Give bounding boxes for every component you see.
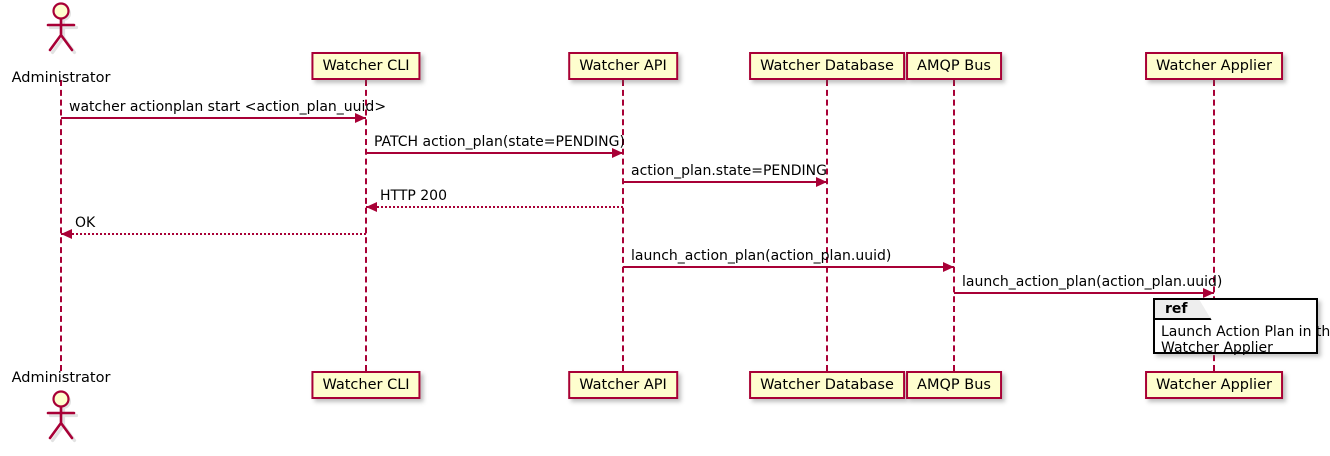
- message-line-1: [366, 152, 623, 154]
- message-arrowhead-0: [355, 113, 366, 123]
- message-label-4: OK: [75, 215, 96, 231]
- participant-watcher-api-top[interactable]: Watcher API: [568, 52, 678, 80]
- message-label-3: HTTP 200: [380, 188, 447, 204]
- message-line-6: [954, 292, 1214, 294]
- message-line-0: [61, 117, 366, 119]
- participant-label-administrator-bottom: Administrator: [11, 370, 111, 386]
- message-arrowhead-1: [612, 148, 623, 158]
- participant-amqp-bus-bottom[interactable]: AMQP Bus: [906, 371, 1002, 399]
- message-label-1: PATCH action_plan(state=PENDING): [374, 134, 625, 150]
- participant-watcher-applier-bottom[interactable]: Watcher Applier: [1145, 371, 1283, 399]
- participant-watcher-cli-top[interactable]: Watcher CLI: [311, 52, 421, 80]
- message-line-2: [623, 181, 827, 183]
- ref-fragment-header: ref: [1155, 300, 1212, 320]
- message-arrowhead-2: [816, 177, 827, 187]
- message-arrowhead-3: [366, 202, 377, 212]
- message-label-0: watcher actionplan start <action_plan_uu…: [69, 99, 387, 115]
- message-line-4: [61, 233, 366, 235]
- lifeline-watcher-cli: [365, 80, 367, 371]
- lifeline-watcher-applier: [1213, 80, 1215, 371]
- message-arrowhead-5: [943, 262, 954, 272]
- participant-watcher-database-top[interactable]: Watcher Database: [749, 52, 905, 80]
- lifeline-amqp-bus: [953, 80, 955, 371]
- ref-fragment-line: Launch Action Plan in the: [1161, 324, 1330, 340]
- actor-figure-administrator-bottom: [38, 390, 84, 443]
- message-line-3: [366, 206, 623, 208]
- lifeline-watcher-database: [826, 80, 828, 371]
- participant-watcher-cli-bottom[interactable]: Watcher CLI: [311, 371, 421, 399]
- participant-amqp-bus-top[interactable]: AMQP Bus: [906, 52, 1002, 80]
- lifeline-administrator: [60, 80, 62, 371]
- message-label-5: launch_action_plan(action_plan.uuid): [631, 248, 892, 264]
- message-label-2: action_plan.state=PENDING: [631, 163, 827, 179]
- message-line-5: [623, 266, 954, 268]
- participant-watcher-database-bottom[interactable]: Watcher Database: [749, 371, 905, 399]
- lifeline-watcher-api: [622, 80, 624, 371]
- message-arrowhead-6: [1203, 288, 1214, 298]
- message-arrowhead-4: [61, 229, 72, 239]
- participant-label-administrator-top: Administrator: [11, 70, 111, 86]
- participant-watcher-api-bottom[interactable]: Watcher API: [568, 371, 678, 399]
- ref-fragment-line: Watcher Applier: [1161, 340, 1273, 356]
- actor-figure-administrator-top: [38, 2, 84, 55]
- message-label-6: launch_action_plan(action_plan.uuid): [962, 274, 1223, 290]
- participant-watcher-applier-top[interactable]: Watcher Applier: [1145, 52, 1283, 80]
